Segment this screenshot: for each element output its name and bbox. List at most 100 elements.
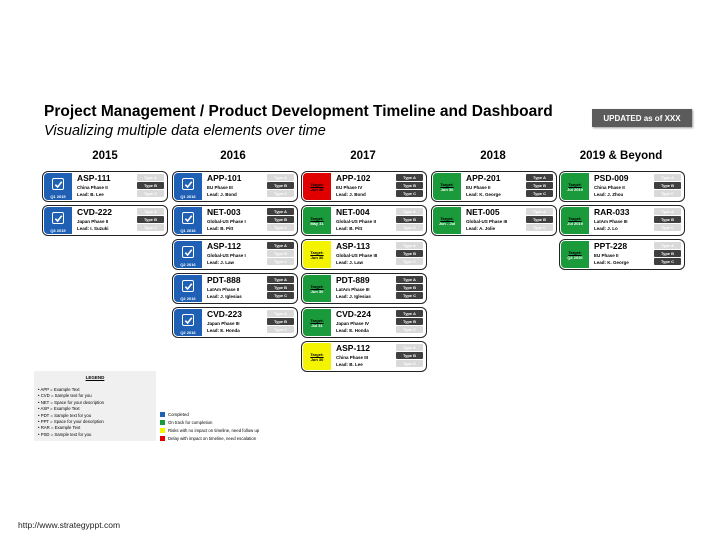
project-code: PPT-228 xyxy=(594,241,628,251)
project-phase: China Phase III xyxy=(336,355,369,360)
target-date: Jun - Jul xyxy=(438,220,456,226)
completion-date: Q1 2016 xyxy=(180,228,196,233)
type-tag: Type B xyxy=(654,250,681,257)
legend-item: • NET = Space for your description xyxy=(38,399,105,405)
status-key-row: Completed xyxy=(160,410,259,418)
checkbox-checked-icon xyxy=(182,178,194,190)
project-lead: Lead: B. Pitt xyxy=(336,226,363,231)
color-swatch xyxy=(160,419,165,425)
type-tag: Type B xyxy=(267,182,294,189)
legend-item: • RAR = Example Text xyxy=(38,425,81,431)
status-indicator: Target:Jun 30 xyxy=(303,343,331,370)
type-tag: Type C xyxy=(267,292,294,299)
target-label: Target: xyxy=(310,215,324,221)
type-tag: Type B xyxy=(396,284,423,291)
year-header-2017: 2017 xyxy=(350,150,376,162)
status-indicator: Target:Jul 2019 xyxy=(561,173,589,200)
type-tag: Type A xyxy=(267,174,294,181)
checkbox-checked-icon xyxy=(52,178,64,190)
type-tag: Type A xyxy=(654,208,681,215)
status-key-row: Risks with no impact on timeline, need f… xyxy=(160,426,259,434)
completion-date: Q2 2016 xyxy=(180,296,196,301)
status-key-label: Risks with no impact on timeline, need f… xyxy=(168,427,260,433)
project-phase: Japan Phase IV xyxy=(336,321,370,326)
project-phase: EU Phase II xyxy=(594,253,619,258)
year-header-2019-beyond: 2019 & Beyond xyxy=(579,150,663,162)
project-phase: Global-US Phase I xyxy=(207,219,246,224)
type-tag: Type B xyxy=(396,216,423,223)
project-lead: Lead: J. Bond xyxy=(207,192,237,197)
type-tag: Type C xyxy=(137,224,164,231)
project-phase: China Phase II xyxy=(77,185,108,190)
project-lead: Lead: K. George xyxy=(594,260,629,265)
target-label: Target: xyxy=(310,351,324,357)
project-code: CVD-222 xyxy=(77,207,112,217)
project-phase: EU Phase II xyxy=(466,185,491,190)
type-tag: Type A xyxy=(396,242,423,249)
completion-date: Q1 2016 xyxy=(180,194,196,199)
project-code: PDT-889 xyxy=(336,275,370,285)
type-tag: Type A xyxy=(654,174,681,181)
project-code: APP-101 xyxy=(207,173,242,183)
type-tag: Type A xyxy=(396,174,423,181)
type-tag: Type A xyxy=(396,276,423,283)
status-indicator: Q2 2016 xyxy=(174,275,202,302)
project-phase: Japan Phase III xyxy=(207,321,240,326)
type-tag: Type C xyxy=(396,190,423,197)
type-tag: Type B xyxy=(267,216,294,223)
legend-item: • PSD = Sample text for you xyxy=(38,431,92,437)
footer-url[interactable]: http://www.strategyppt.com xyxy=(18,520,121,530)
type-tag: Type C xyxy=(396,224,423,231)
completion-date: Q3 2015 xyxy=(50,228,66,233)
checkbox-checked-icon xyxy=(182,246,194,258)
type-tag: Type A xyxy=(396,310,423,317)
target-date: Jun 30 xyxy=(440,186,454,192)
completion-date: Q1 2015 xyxy=(50,194,66,199)
project-lead: Lead: J. Lo xyxy=(594,226,618,231)
project-phase: Global-US Phase III xyxy=(466,219,508,224)
type-tag: Type B xyxy=(654,216,681,223)
target-date: Jun 30 xyxy=(310,288,324,294)
status-key-label: Completed xyxy=(168,411,189,417)
target-label: Target: xyxy=(568,249,582,255)
project-lead: Lead: J. Iglesias xyxy=(207,294,242,299)
status-indicator: Target:Jun 30 xyxy=(303,173,331,200)
project-code: NET-004 xyxy=(336,207,370,217)
project-lead: Lead: I. Suzuki xyxy=(77,226,109,231)
color-swatch xyxy=(160,435,165,441)
type-tag: Type C xyxy=(526,190,553,197)
legend-item: • CVD = Sample text for you xyxy=(38,393,92,399)
legend-title: LEGEND xyxy=(85,375,105,380)
project-code: APP-201 xyxy=(466,173,501,183)
project-lead: Lead: J. Law xyxy=(336,260,364,265)
target-label: Target: xyxy=(310,249,324,255)
completion-date: Q2 2016 xyxy=(180,262,196,267)
status-indicator: Target:Jun - Jul xyxy=(433,207,461,234)
project-lead: Lead: B. Pitt xyxy=(207,226,234,231)
checkbox-checked-icon xyxy=(182,314,194,326)
project-code: APP-102 xyxy=(336,173,371,183)
